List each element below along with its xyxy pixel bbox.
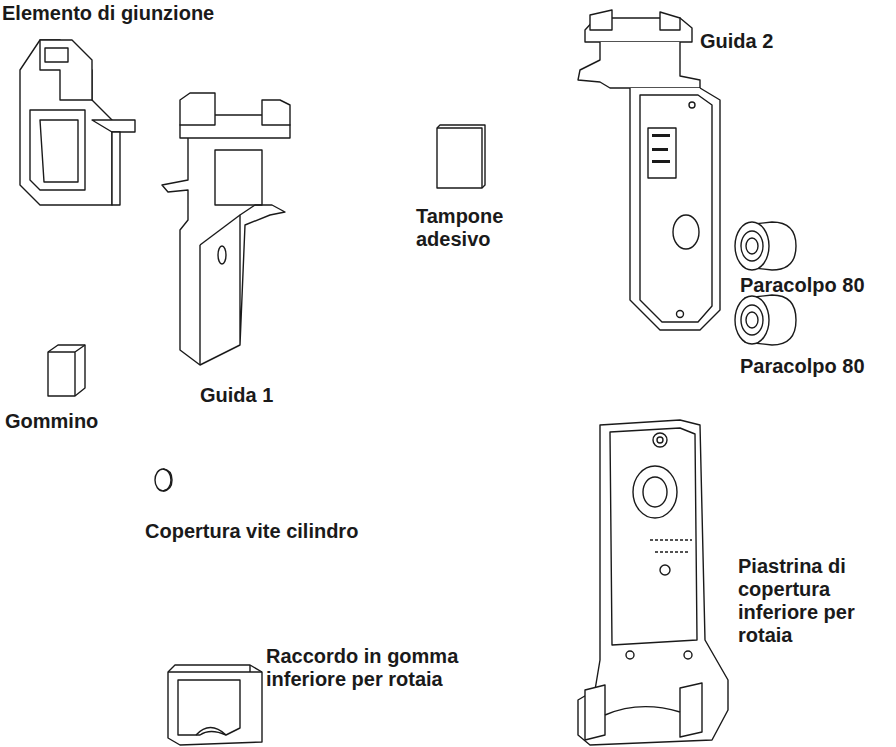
guide-2	[578, 10, 720, 330]
part-label: Copertura vite cilindro	[145, 520, 425, 543]
part-label: Piastrina di copertura inferiore per rot…	[738, 555, 863, 647]
part-label: Paracolpo 80	[740, 355, 890, 378]
rubber-block	[48, 345, 85, 396]
part-label: Elemento di giunzione	[2, 2, 262, 25]
lower-rail-cover-plate	[578, 420, 728, 745]
bumper	[735, 222, 796, 270]
lower-rail-rubber-fitting	[168, 665, 262, 745]
adhesive-pad	[437, 125, 485, 188]
part-label: Gommino	[5, 410, 145, 433]
part-label: Guida 2	[700, 30, 820, 53]
screw-cover	[155, 469, 172, 491]
guide-1	[162, 93, 290, 365]
part-label: Tampone adesivo	[416, 205, 516, 251]
part-label: Guida 1	[200, 384, 320, 407]
bumper	[735, 295, 796, 345]
part-label: Paracolpo 80	[740, 274, 890, 297]
joint-element	[20, 40, 135, 205]
part-label: Raccordo in gomma inferiore per rotaia	[266, 645, 466, 691]
